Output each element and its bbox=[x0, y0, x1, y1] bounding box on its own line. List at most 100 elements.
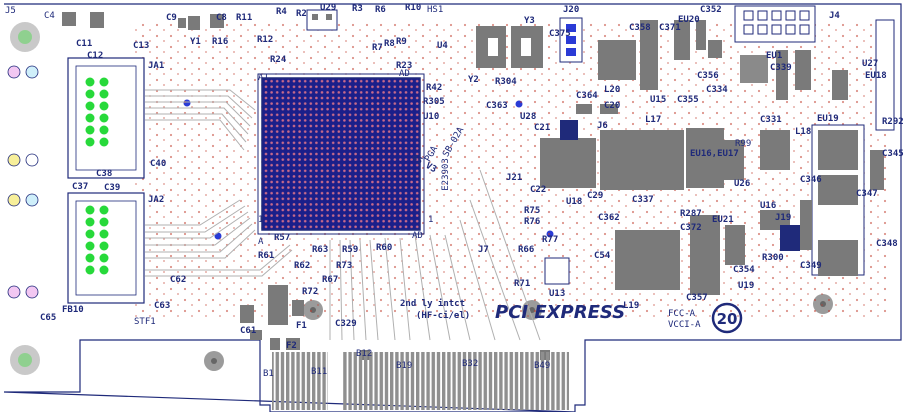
label-c39: C39 bbox=[104, 183, 121, 193]
label-l19: L19 bbox=[623, 301, 640, 311]
label-r287: R287 bbox=[680, 209, 702, 219]
label-j20: J20 bbox=[563, 5, 580, 15]
power-section bbox=[540, 104, 884, 295]
label-r62: R62 bbox=[294, 261, 311, 271]
label-r99: R99 bbox=[735, 139, 752, 149]
label-c37: C37 bbox=[72, 182, 89, 192]
led-pads bbox=[7, 65, 39, 299]
label-b49: B49 bbox=[534, 361, 551, 371]
label-r305: R305 bbox=[423, 97, 445, 107]
pci-express-logo: PCI EXPRESS bbox=[495, 302, 625, 323]
rj45-pin bbox=[99, 253, 109, 263]
label-r8: R8 bbox=[384, 39, 395, 49]
label-eu16-17: EU16,EU17 bbox=[690, 149, 739, 159]
label-r67: R67 bbox=[322, 275, 339, 285]
header-pin bbox=[757, 10, 768, 21]
label-a1: A1 bbox=[258, 73, 269, 83]
label-ad2: AD bbox=[412, 231, 423, 241]
label-r66: R66 bbox=[518, 245, 535, 255]
label-j19: J19 bbox=[775, 213, 792, 223]
label-j5: J5 bbox=[5, 6, 16, 16]
label-c346: C346 bbox=[800, 175, 822, 185]
rj45-pin bbox=[85, 205, 95, 215]
label-r16: R16 bbox=[212, 37, 229, 47]
header-pin bbox=[785, 10, 796, 21]
label-c352: C352 bbox=[700, 5, 722, 15]
rj45-pin bbox=[85, 241, 95, 251]
label-r61: R61 bbox=[258, 251, 275, 261]
label-r75: R75 bbox=[524, 206, 541, 216]
label-r292: R292 bbox=[882, 117, 904, 127]
rj45-pin bbox=[85, 253, 95, 263]
label-y3: Y3 bbox=[524, 16, 535, 26]
label-r24: R24 bbox=[270, 55, 287, 65]
label-c347: C347 bbox=[856, 189, 878, 199]
label-r73: R73 bbox=[336, 261, 353, 271]
label-u15: U15 bbox=[650, 95, 667, 105]
label-b12: B12 bbox=[356, 349, 373, 359]
label-u10: U10 bbox=[423, 112, 440, 122]
label-ja1: JA1 bbox=[148, 61, 165, 71]
label-c21: C21 bbox=[534, 123, 551, 133]
rj45-pin-pads bbox=[85, 77, 109, 275]
label-c331: C331 bbox=[760, 115, 782, 125]
pcie-fingers-left bbox=[272, 352, 328, 410]
label-r6: R6 bbox=[375, 5, 386, 15]
label-c363: C363 bbox=[486, 101, 508, 111]
header-pin bbox=[743, 24, 754, 35]
label-c4: C4 bbox=[44, 11, 55, 21]
label-c372: C372 bbox=[680, 223, 702, 233]
label-u16: U16 bbox=[760, 201, 777, 211]
label-c20: C20 bbox=[604, 101, 621, 111]
label-r12: R12 bbox=[257, 35, 274, 45]
label-eu20: EU20 bbox=[678, 15, 700, 25]
label-hf: (HF-ci/el) bbox=[416, 311, 471, 321]
label-r63: R63 bbox=[312, 245, 329, 255]
label-j7: J7 bbox=[478, 245, 489, 255]
label-r9: R9 bbox=[396, 37, 407, 47]
label-u19: U19 bbox=[738, 281, 755, 291]
label-c38: C38 bbox=[96, 169, 113, 179]
header-pin bbox=[743, 10, 754, 21]
header-j4-pins bbox=[743, 10, 810, 35]
label-r60: R60 bbox=[376, 243, 393, 253]
label-b1: B1 bbox=[263, 369, 274, 379]
pci-express-text: PCI EXPRESS bbox=[495, 302, 625, 323]
recycle-symbol: 20 bbox=[711, 302, 743, 334]
rj45-pin bbox=[85, 89, 95, 99]
header-pin bbox=[799, 10, 810, 21]
header-pin bbox=[771, 24, 782, 35]
label-r59: R59 bbox=[342, 245, 359, 255]
label-u26: U26 bbox=[734, 179, 751, 189]
label-b11: B11 bbox=[311, 367, 328, 377]
label-b32: B32 bbox=[462, 359, 479, 369]
header-pin bbox=[799, 24, 810, 35]
label-c375: C375 bbox=[549, 29, 571, 39]
rj45-pin bbox=[99, 205, 109, 215]
rj45-pin bbox=[99, 265, 109, 275]
label-b19: B19 bbox=[396, 361, 413, 371]
rj45-pin bbox=[85, 77, 95, 87]
rj45-pin bbox=[99, 101, 109, 111]
label-u28: U28 bbox=[520, 112, 537, 122]
label-eu21: EU21 bbox=[712, 215, 734, 225]
rj45-pin bbox=[85, 137, 95, 147]
label-r2: R2 bbox=[296, 9, 307, 19]
rj45-pin bbox=[99, 77, 109, 87]
label-c349: C349 bbox=[800, 261, 822, 271]
label-c11: C11 bbox=[76, 39, 93, 49]
label-j6: J6 bbox=[597, 121, 608, 131]
label-r57: R57 bbox=[274, 233, 291, 243]
label-j21: J21 bbox=[506, 173, 523, 183]
rj45-pin bbox=[99, 125, 109, 135]
label-l17: L17 bbox=[645, 115, 662, 125]
pcie-fingers-right bbox=[343, 352, 569, 410]
rj45-pin bbox=[99, 89, 109, 99]
label-c371: C371 bbox=[659, 23, 681, 33]
rj45-pin bbox=[85, 125, 95, 135]
rj45-pin bbox=[99, 217, 109, 227]
label-fcc: FCC-A bbox=[668, 309, 696, 319]
label-u29: U29 bbox=[320, 3, 337, 13]
rj45-pin bbox=[85, 101, 95, 111]
label-y1: Y1 bbox=[190, 37, 201, 47]
